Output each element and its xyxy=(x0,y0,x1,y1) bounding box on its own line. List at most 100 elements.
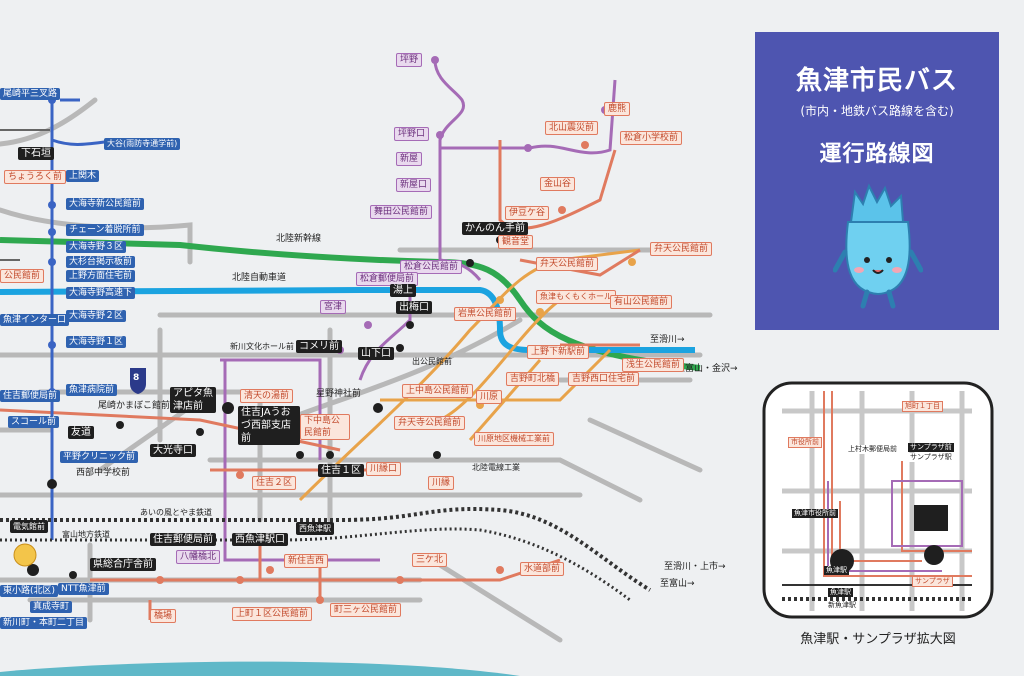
inset-map-graphic xyxy=(762,381,994,619)
label-kanemori: 北陸電線工業 xyxy=(472,463,520,472)
label-bentenji: 弁天寺公民館前 xyxy=(394,416,466,430)
inset-uozu-eki: 魚津駅 xyxy=(824,566,849,575)
label-mikkakita: 三ケ北 xyxy=(412,553,448,567)
label-kamiichi: 上中島公民館前 xyxy=(402,384,474,398)
label-yoshinishi: 吉野西口住宅前 xyxy=(568,372,640,386)
label-ozaki: 尾崎平三叉路 xyxy=(0,88,61,100)
label-kangizo: 観音堂 xyxy=(498,235,534,249)
map-heading: 運行路線図 xyxy=(819,142,935,167)
label-deguchi: 出梅口 xyxy=(396,301,432,314)
label-omoto: 尾崎かまぼこ館前 xyxy=(98,401,171,411)
label-sumiyoshi-yubin: 住吉郵便局前 xyxy=(0,390,61,402)
label-kawabara2: 川原地区機械工業前 xyxy=(474,432,554,446)
label-kubota: 新屋 xyxy=(396,152,423,166)
label-suido: 水道部前 xyxy=(520,562,565,576)
label-kawahara: 川縁 xyxy=(428,476,455,490)
label-daiko: 大光寺口 xyxy=(150,444,196,457)
ainokaze-railway xyxy=(0,506,652,592)
label-hashiba: 橋場 xyxy=(150,609,177,623)
inset-caption: 魚津駅・サンプラザ拡大図 xyxy=(800,632,956,647)
label-izugatani: 伊豆ケ谷 xyxy=(505,206,550,220)
label-seibu-chu: 西部中学校前 xyxy=(76,468,131,478)
label-shimoishi: 下石垣 xyxy=(18,147,54,160)
label-ntt: NTT魚津前 xyxy=(58,583,109,595)
direction-toyama-kanazawa: 至富山・金沢→ xyxy=(676,364,738,374)
label-hirano: 平野クリニック前 xyxy=(60,451,139,463)
label-uozu-road: 上野下新駅前 xyxy=(527,345,590,359)
label-chochiku: ちょうろく前 xyxy=(4,170,67,184)
inset-kamimura: 上村木郵便局前 xyxy=(846,445,899,454)
direction-namerikawa: 至滑川→ xyxy=(650,335,685,345)
label-uenoichi: 上野方面住宅前 xyxy=(66,270,136,282)
inset-city-hall: 市役所前 xyxy=(788,437,822,448)
label-benten2: 弁天公民館前 xyxy=(650,242,713,256)
inset-sunplaza: サンプラザ xyxy=(912,576,953,587)
label-ariyama: 有山公民館前 xyxy=(610,295,673,309)
map-title: 魚津市民バス xyxy=(795,66,958,96)
label-shikanotaki: 鹿熊 xyxy=(604,102,631,116)
label-interchange: 魚津インター口 xyxy=(0,314,70,326)
label-kawaguchi: 川縁口 xyxy=(366,462,402,476)
label-shinbunka: 新川文化ホール前 xyxy=(230,342,294,351)
label-kannon: かんのん手前 xyxy=(462,222,528,235)
inset-map: 市役所前 上村木郵便局前 旭町１丁目 サンプラザ前 サンプラザ駅 魚津市役所前 … xyxy=(762,381,994,619)
label-taikai-sho: 大海寺新公民館前 xyxy=(66,198,145,210)
title-card: 魚津市民バス (市内・地鉄バス路線を含む) 運行路線図 xyxy=(755,32,999,330)
label-nishiuozu-eki: 西魚津駅口 xyxy=(232,533,288,546)
label-yunokami: 湯上 xyxy=(390,284,416,297)
label-shokuden: 舞田公民館前 xyxy=(370,205,433,219)
expressway-label: 北陸自動車道 xyxy=(232,273,287,283)
label-taikai1: 大海寺野１区 xyxy=(66,336,127,348)
inset-asahi1: 旭町１丁目 xyxy=(902,401,943,412)
inset-shin-uozu: 新魚津駅 xyxy=(826,601,858,610)
label-kitayama: 北山震災前 xyxy=(545,121,599,135)
label-kawabara: 川原 xyxy=(476,390,503,404)
bottom-arc xyxy=(0,661,520,676)
label-iwaguchi: 岩黒公民館前 xyxy=(454,307,517,321)
label-taikai3: 大海寺野３区 xyxy=(66,241,127,253)
label-sumiyoshi2: 住吉２区 xyxy=(252,476,297,490)
label-koumin-left: 公民館前 xyxy=(0,269,45,283)
label-hoshino: 星野神社前 xyxy=(316,389,362,399)
label-komeda: コメリ前 xyxy=(296,340,342,353)
label-scole: スコール前 xyxy=(8,416,60,428)
ainokaze-label: あいの風とやま鉄道 xyxy=(140,508,212,517)
label-ooya: 大谷(雨防寺通学前) xyxy=(104,138,181,150)
label-kanayama: 金山谷 xyxy=(540,177,576,191)
label-seiten: 清天の湯前 xyxy=(240,389,294,403)
chitetsu-label: 富山地方鉄道 xyxy=(62,530,110,539)
label-hachiman: 八幡橋北 xyxy=(176,550,221,564)
inset-shiyakusho: 魚津市役所前 xyxy=(792,509,838,518)
label-kamiseki: 上関木 xyxy=(66,170,100,182)
label-benten: 弁天公民館前 xyxy=(536,257,599,271)
label-tsubono: 坪野 xyxy=(396,53,423,67)
label-taikai2: 大海寺野２区 xyxy=(66,310,127,322)
label-tsubono-guchi: 坪野口 xyxy=(394,127,430,141)
label-shinsumiyoshi: 新住吉西 xyxy=(284,554,329,568)
label-yudo: 友道 xyxy=(68,426,94,439)
label-shimonaka: 下中島公民館前 xyxy=(300,414,350,440)
inset-uozu-eki-bottom: 魚津駅 xyxy=(828,588,853,597)
direction-namerikawa-joichi: 至滑川・上市→ xyxy=(664,562,726,572)
mascot-icon xyxy=(833,183,923,309)
label-nishiuozu: 西魚津駅 xyxy=(296,522,334,535)
direction-toyama: 至富山→ xyxy=(660,579,695,589)
label-chen: チェーン着脱所前 xyxy=(66,224,144,236)
label-kamichu: 上町１区公民館前 xyxy=(232,607,313,621)
label-tsukimachi: 真成寺町 xyxy=(30,601,73,613)
label-hozuguchi: 新屋口 xyxy=(396,178,432,192)
label-matsukura-yubin: 松倉郵便局前 xyxy=(356,272,419,286)
bus-routes-orange xyxy=(298,248,641,502)
label-kamiguchi: 出公民館前 xyxy=(412,357,452,366)
route-8-number: 8 xyxy=(133,373,140,383)
label-sumiyoshi-yubin-b: 住吉郵便局前 xyxy=(150,533,216,546)
label-sumiyoshi1: 住吉１区 xyxy=(318,464,364,477)
label-yoshino: 吉野町北橋 xyxy=(506,372,560,386)
label-matsukura-kominkan: 松倉公民館前 xyxy=(400,260,463,274)
label-shimizu: 魚津もくもくホール xyxy=(536,290,616,304)
label-taikai-kosoku: 大海寺野高速下 xyxy=(66,287,136,299)
label-matsukura-sho: 松倉小学校前 xyxy=(620,131,683,145)
label-sumiyoshi-ja: 住吉JAうおづ西部支店前 xyxy=(238,406,300,445)
label-ohsugi: 大杉台掲示板前 xyxy=(66,256,136,268)
